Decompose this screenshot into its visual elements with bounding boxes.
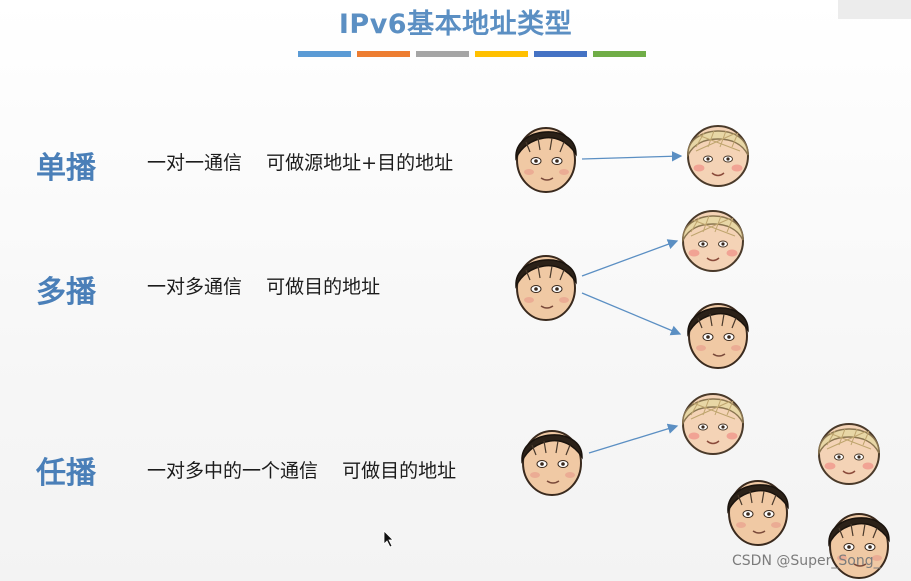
slide-title: IPv6基本地址类型 — [338, 9, 573, 40]
sender-face-icon — [514, 127, 577, 193]
multicast-arrow-1 — [581, 239, 679, 277]
accent-bar-5 — [534, 51, 587, 57]
multicast-description: 一对多通信 可做目的地址 — [147, 276, 381, 298]
window-corner-panel — [838, 0, 911, 19]
sender-face-icon — [520, 430, 583, 496]
accent-bar-1 — [298, 51, 351, 57]
accent-bar-3 — [416, 51, 469, 57]
anycast-arrow — [588, 423, 679, 454]
multicast-arrow-2 — [581, 292, 682, 336]
group-member-face-icon — [726, 480, 789, 546]
group-member-face-icon — [817, 423, 880, 485]
receiver-face-icon — [681, 393, 744, 455]
sender-face-icon — [514, 255, 577, 321]
multicast-label: 多播 — [36, 275, 96, 310]
anycast-label: 任播 — [36, 456, 96, 491]
receiver-face-icon — [686, 125, 749, 187]
mouse-pointer-icon — [383, 530, 394, 548]
accent-bar-4 — [475, 51, 528, 57]
anycast-description: 一对多中的一个通信 可做目的地址 — [147, 460, 457, 482]
unicast-description: 一对一通信 可做源地址+目的地址 — [147, 152, 454, 174]
unicast-label: 单播 — [36, 151, 96, 186]
csdn-watermark: CSDN @Super_Song_ — [732, 553, 881, 569]
accent-bar-6 — [593, 51, 646, 57]
accent-bar-2 — [357, 51, 410, 57]
receiver-face-icon — [681, 210, 744, 272]
title-accent-bars — [298, 51, 646, 57]
receiver-face-icon — [686, 303, 749, 369]
unicast-arrow — [581, 151, 683, 162]
